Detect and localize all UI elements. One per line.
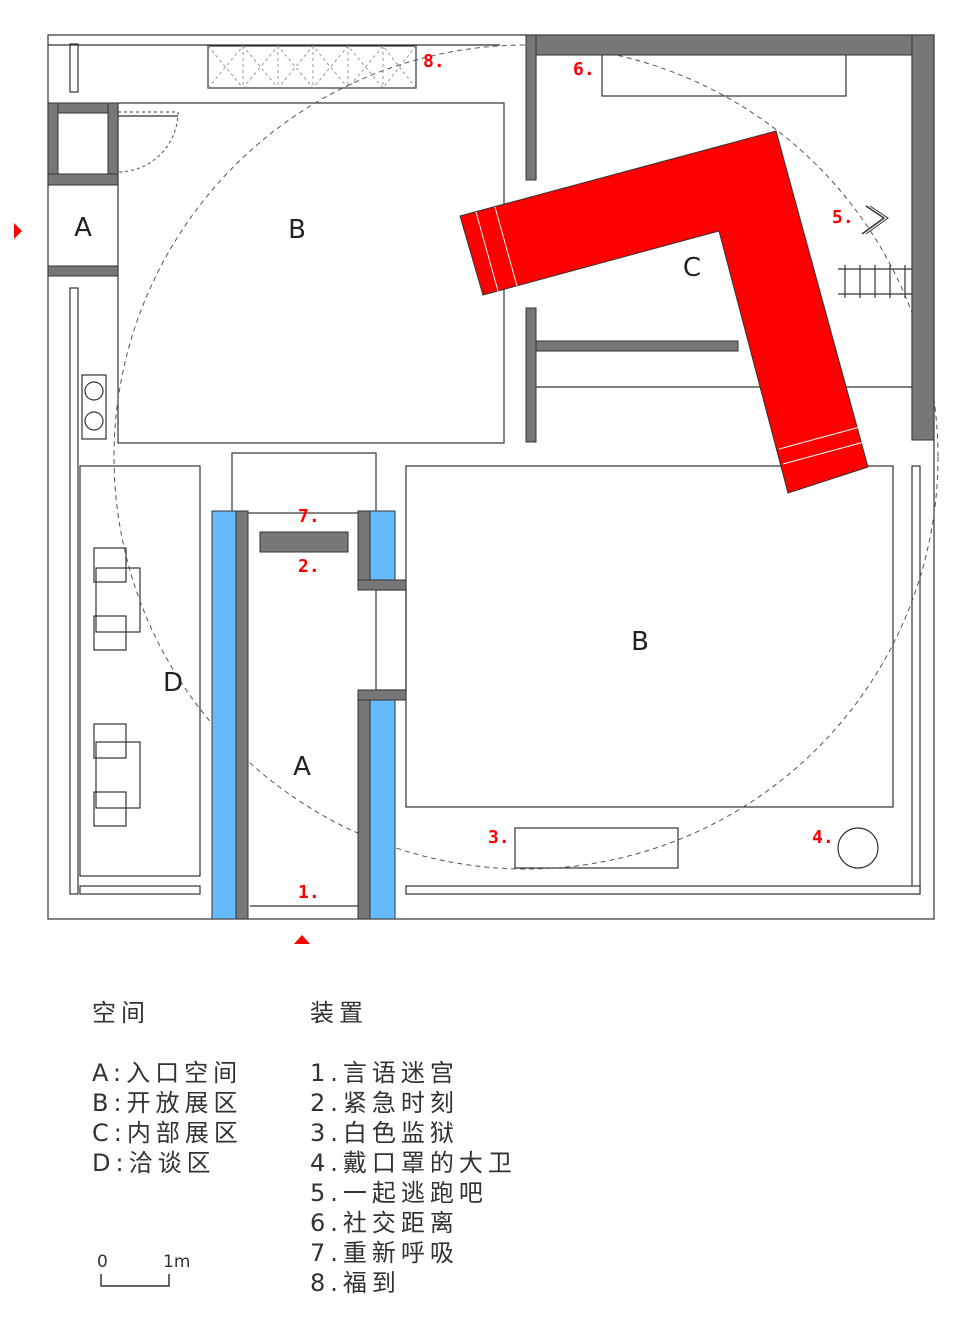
label-a-entry: A — [74, 213, 92, 243]
marker-8: 8. — [423, 51, 445, 72]
dashed-circle — [113, 44, 939, 870]
entry-arrow-bottom — [294, 935, 310, 944]
marker-7: 7. — [298, 506, 320, 527]
wall — [47, 102, 59, 186]
glass-wall — [211, 510, 237, 920]
legend-spaces: 空间 A:入口空间 B:开放展区 C:内部展区 D:洽谈区 — [92, 998, 243, 1178]
label-d: D — [163, 668, 183, 698]
glass-wall — [369, 510, 396, 581]
legend-install-item: 1.言语迷宫 — [310, 1059, 459, 1087]
wall — [357, 689, 371, 920]
legend-space-item: B:开放展区 — [92, 1089, 243, 1117]
wall — [535, 340, 739, 352]
scale-start-label: 0 — [97, 1252, 108, 1272]
glass-wall — [369, 699, 396, 920]
wall — [911, 34, 935, 441]
legend-install-item: 2.紧急时刻 — [310, 1089, 459, 1117]
label-b-top: B — [288, 215, 306, 245]
emergency-moment — [259, 531, 349, 553]
legend-spaces-title: 空间 — [92, 999, 150, 1027]
marker-1: 1. — [298, 882, 320, 903]
marker-3: 3. — [488, 827, 510, 848]
legend-install-item: 7.重新呼吸 — [310, 1239, 459, 1267]
legend-space-item: D:洽谈区 — [92, 1149, 216, 1177]
room-d — [79, 465, 201, 877]
label-c: C — [683, 253, 701, 283]
red-installation — [459, 130, 869, 494]
legend-space-item: C:内部展区 — [92, 1119, 243, 1147]
scale-end-label: 1m — [163, 1252, 191, 1272]
ladder — [838, 265, 912, 298]
label-a-corridor: A — [293, 752, 311, 782]
stair-block — [207, 45, 417, 89]
legend-install-item: 5.一起逃跑吧 — [310, 1179, 488, 1207]
legend-installations-title: 装置 — [310, 999, 368, 1027]
wall — [47, 265, 119, 277]
marker-6: 6. — [573, 59, 595, 80]
wall — [107, 102, 119, 186]
marker-2: 2. — [298, 556, 320, 577]
wall — [357, 510, 371, 591]
legend-installations: 装置 1.言语迷宫 2.紧急时刻 3.白色监狱 4.戴口罩的大卫 5.一起逃跑吧… — [310, 998, 517, 1298]
white-prison — [514, 827, 679, 869]
legend-space-item: A:入口空间 — [92, 1059, 243, 1087]
entry-arrow-left — [14, 223, 22, 239]
wall — [525, 34, 935, 56]
wall — [357, 579, 407, 591]
legend-install-item: 8.福到 — [310, 1269, 401, 1297]
wall — [525, 34, 537, 181]
wall — [235, 510, 249, 920]
scale-bar — [100, 1274, 170, 1287]
wall — [357, 689, 407, 701]
marker-5: 5. — [832, 207, 854, 228]
david-statue — [837, 827, 879, 869]
wall — [47, 173, 119, 186]
legend-install-item: 6.社交距离 — [310, 1209, 459, 1237]
label-b-bottom: B — [631, 627, 649, 657]
marker-4: 4. — [812, 827, 834, 848]
wall — [525, 307, 537, 443]
floor-plan: A B C B D A 1. 2. 3. 4. 5. 6. 7. 8. — [14, 34, 939, 944]
legend-install-item: 3.白色监狱 — [310, 1119, 459, 1147]
legend-install-item: 4.戴口罩的大卫 — [310, 1149, 517, 1177]
